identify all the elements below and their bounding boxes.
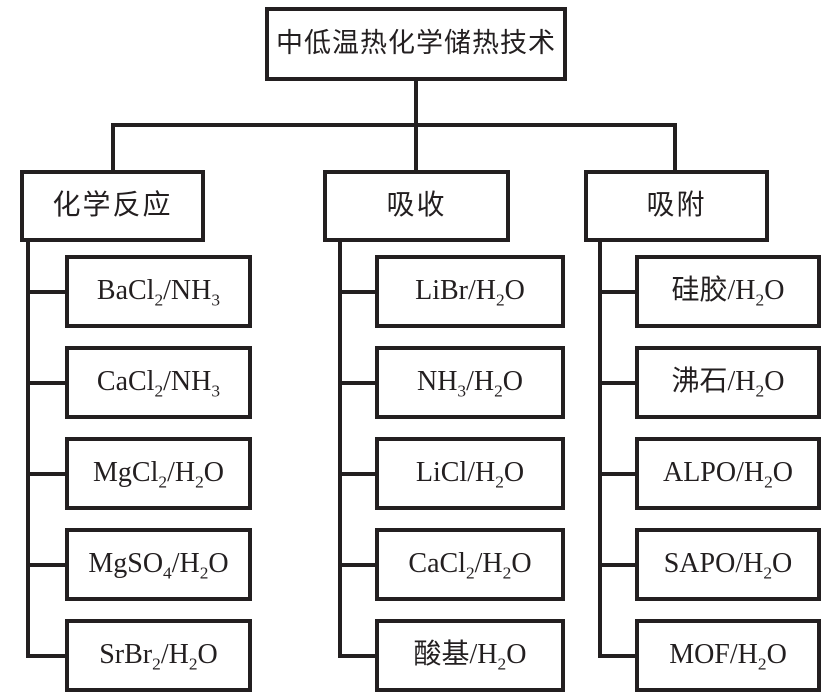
connector-rail-horizontal	[111, 123, 677, 127]
child-node-label: SAPO/H2O	[663, 548, 793, 583]
child-node-label: CaCl2/NH3	[96, 366, 221, 401]
branch-header-label: 吸附	[646, 189, 707, 221]
connector-stub	[338, 654, 375, 658]
child-node-label: MgCl2/H2O	[93, 457, 224, 492]
child-node-label: CaCl2/H2O	[408, 548, 532, 583]
branch-header-chemical-reaction: 化学反应	[20, 170, 205, 242]
child-node-label: LiCl/H2O	[415, 457, 525, 492]
connector-drop-right	[673, 123, 677, 170]
child-node-mgso4-h2o: MgSO4/H2O	[65, 528, 252, 601]
root-node-label: 中低温热化学储热技术	[276, 28, 556, 59]
connector-stub	[598, 563, 635, 567]
branch-header-absorption: 吸收	[323, 170, 510, 242]
child-node-silica-gel-h2o: 硅胶/H2O	[635, 255, 821, 328]
connector-stub	[26, 654, 65, 658]
connector-stub	[26, 290, 65, 294]
child-node-srbr2-h2o: SrBr2/H2O	[65, 619, 252, 692]
branch-header-label: 化学反应	[52, 189, 173, 221]
child-node-mgcl2-h2o: MgCl2/H2O	[65, 437, 252, 510]
branch-header-adsorption: 吸附	[584, 170, 769, 242]
child-node-label: 沸石/H2O	[671, 366, 785, 401]
child-node-zeolite-h2o: 沸石/H2O	[635, 346, 821, 419]
child-node-bacl2-nh3: BaCl2/NH3	[65, 255, 252, 328]
child-node-mof-h2o: MOF/H2O	[635, 619, 821, 692]
connector-stub	[26, 563, 65, 567]
child-node-label: 硅胶/H2O	[671, 275, 785, 310]
child-node-label: MOF/H2O	[669, 639, 787, 674]
child-node-acid-base-h2o: 酸基/H2O	[375, 619, 565, 692]
child-node-cacl2-nh3: CaCl2/NH3	[65, 346, 252, 419]
child-node-label: ALPO/H2O	[662, 457, 794, 492]
connector-column3-vertical	[598, 242, 602, 658]
connector-stub	[598, 654, 635, 658]
child-node-label: LiBr/H2O	[415, 275, 525, 310]
child-node-cacl2-h2o: CaCl2/H2O	[375, 528, 565, 601]
connector-drop-left	[111, 123, 115, 170]
branch-header-label: 吸收	[386, 189, 447, 221]
connector-stub	[338, 563, 375, 567]
connector-stub	[26, 381, 65, 385]
child-node-label: MgSO4/H2O	[88, 548, 229, 583]
connector-stub	[598, 381, 635, 385]
child-node-licl-h2o: LiCl/H2O	[375, 437, 565, 510]
connector-stub	[26, 472, 65, 476]
child-node-label: NH3/H2O	[416, 366, 524, 401]
connector-stub	[598, 290, 635, 294]
child-node-label: SrBr2/H2O	[99, 639, 218, 674]
connector-stub	[598, 472, 635, 476]
child-node-sapo-h2o: SAPO/H2O	[635, 528, 821, 601]
root-node-box: 中低温热化学储热技术	[265, 7, 567, 81]
connector-stub	[338, 472, 375, 476]
child-node-label: 酸基/H2O	[413, 639, 527, 674]
connector-column2-vertical	[338, 242, 342, 658]
child-node-libr-h2o: LiBr/H2O	[375, 255, 565, 328]
connector-stub	[338, 290, 375, 294]
child-node-nh3-h2o: NH3/H2O	[375, 346, 565, 419]
child-node-alpo-h2o: ALPO/H2O	[635, 437, 821, 510]
connector-stub	[338, 381, 375, 385]
connector-column1-vertical	[26, 242, 30, 658]
child-node-label: BaCl2/NH3	[96, 275, 221, 310]
